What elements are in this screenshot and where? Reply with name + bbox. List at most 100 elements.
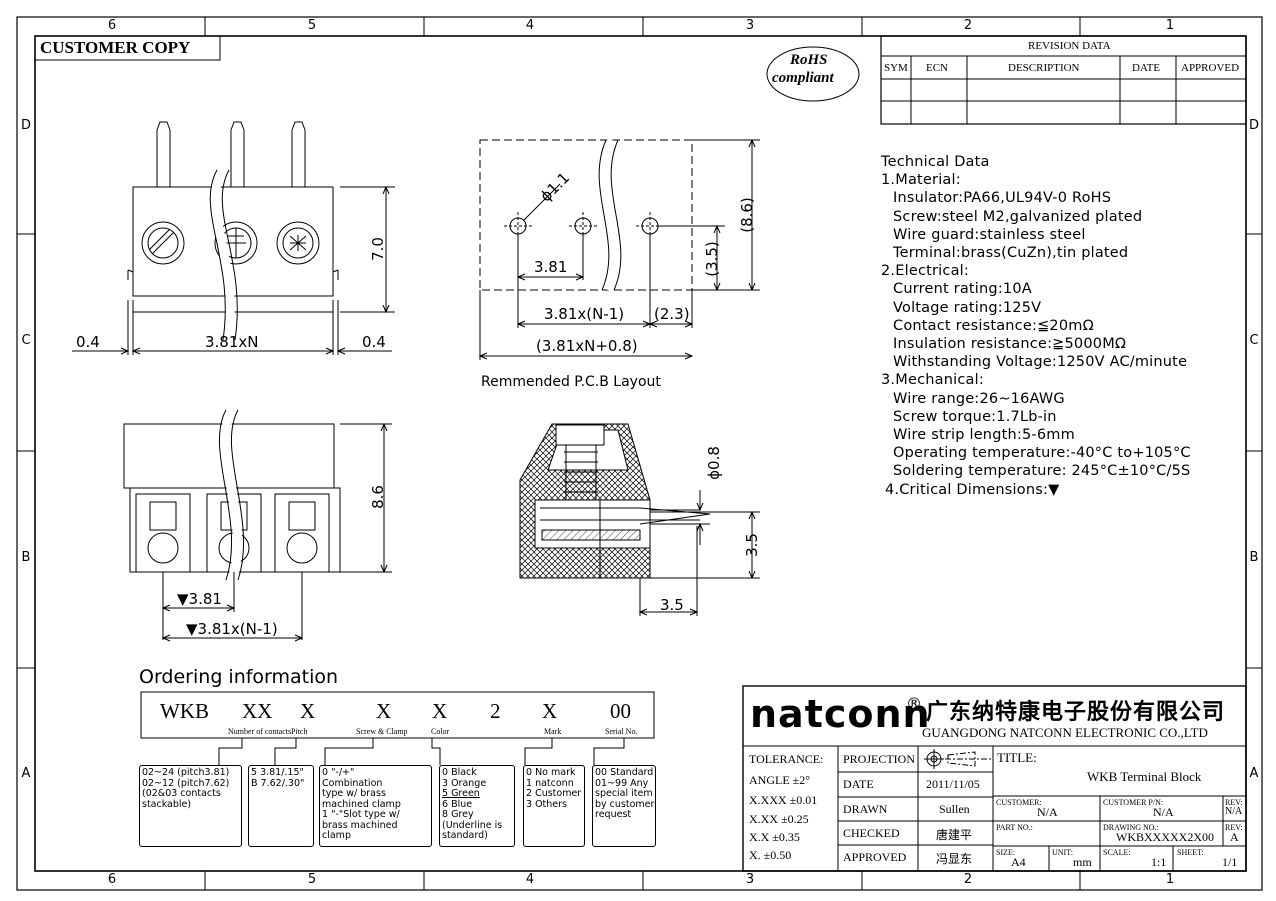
zone-label-left: D xyxy=(20,118,31,133)
option-line: 8 Grey xyxy=(442,809,474,820)
option-line: 02~24 (pitch3.81) xyxy=(142,767,230,778)
order-code-contacts: XX xyxy=(242,699,273,723)
rohs-compliant-label: compliant xyxy=(772,70,834,86)
zone-label-top: 6 xyxy=(107,18,117,33)
rohs-label: RoHS xyxy=(790,52,828,68)
tech-line: Technical Data xyxy=(881,154,990,170)
title-block-frame xyxy=(742,685,1247,872)
title-label: TITLE: xyxy=(997,750,1037,765)
option-line: stackable) xyxy=(142,798,192,810)
rev-value-2: A xyxy=(1230,830,1239,844)
ordering-title: Ordering information xyxy=(139,666,339,688)
option-line: 3 Orange xyxy=(442,777,487,789)
zone-label-top: 3 xyxy=(745,18,755,33)
company-name-en: GUANGDONG NATCONN ELECTRONIC CO.,LTD xyxy=(922,725,1208,740)
order-code-color: X xyxy=(432,699,448,723)
order-code-mark: X xyxy=(542,699,558,723)
dim-front-span: ▼3.81x(N-1) xyxy=(186,620,278,638)
option-line: special item xyxy=(595,788,653,799)
option-line: Combination xyxy=(322,777,383,789)
tech-line: Wire range:26~16AWG xyxy=(893,390,1065,407)
order-option-screw: 0 "-/+" Combination type w/ brass machin… xyxy=(319,765,432,847)
zone-label-right: A xyxy=(1249,766,1259,781)
dim-left-gap: 0.4 xyxy=(76,333,100,351)
order-option-pitch: 5 3.81/.15" B 7.62/.30" xyxy=(248,765,314,847)
option-line: by customer xyxy=(595,798,655,810)
tolerance-xxx: X.XXX ±0.01 xyxy=(749,793,818,807)
order-label-mark: Mark xyxy=(544,727,562,736)
side-view xyxy=(519,423,760,616)
order-code-series: WKB xyxy=(160,699,209,723)
zone-label-bottom: 4 xyxy=(525,872,535,887)
unit-value: mm xyxy=(1073,855,1092,869)
order-label-pitch: Pitch xyxy=(291,727,308,736)
zone-label-right: C xyxy=(1249,333,1259,348)
order-code-fixed: 2 xyxy=(490,699,501,723)
tech-line: 3.Mechanical: xyxy=(881,372,984,389)
dim-right-gap: 0.4 xyxy=(362,333,386,351)
rev-value-1: N/A xyxy=(1225,806,1243,817)
brand-logo: natconn xyxy=(750,692,931,736)
rev-label-2: REV: xyxy=(1225,823,1243,832)
tolerance-label: TOLERANCE: xyxy=(749,752,824,766)
dim-front-pitch: ▼3.81 xyxy=(177,590,222,608)
option-line: 6 Blue xyxy=(442,798,473,810)
revision-header-date: DATE xyxy=(1132,62,1161,74)
option-line: 00 Standard xyxy=(595,767,654,778)
zone-label-top: 2 xyxy=(963,18,973,33)
zone-label-left: B xyxy=(21,550,31,565)
sheet-value: 1/1 xyxy=(1222,855,1238,869)
tech-line: 2.Electrical: xyxy=(881,263,969,280)
tolerance-angle: ANGLE ±2° xyxy=(749,773,811,787)
drawing-no-label: DRAWING NO.: xyxy=(1103,823,1159,832)
zone-label-bottom: 3 xyxy=(745,872,755,887)
order-label-color: Color xyxy=(431,727,450,736)
tech-line: Voltage rating:125V xyxy=(893,299,1042,316)
zone-label-top: 4 xyxy=(525,18,535,33)
dim-front-height: 8.6 xyxy=(368,485,387,509)
drawing-no-value: WKBXXXXX2X00 xyxy=(1116,830,1214,844)
tech-line: Operating temperature:-40°C to+105°C xyxy=(893,445,1191,462)
zone-label-top: 5 xyxy=(307,18,317,33)
drawn-value: Sullen xyxy=(939,802,970,816)
option-line: 2 Customer xyxy=(526,788,582,799)
option-line: clamp xyxy=(322,830,351,841)
option-line: 5 3.81/.15" xyxy=(251,767,304,778)
tech-line: Screw:steel M2,galvanized plated xyxy=(893,208,1143,225)
option-line: 0 Black xyxy=(442,767,477,778)
order-option-mark: 0 No mark 1 natconn 2 Customer 3 Others xyxy=(523,765,585,847)
approved-value: 冯显东 xyxy=(936,852,973,866)
tech-line: Screw torque:1.7Lb-in xyxy=(893,408,1057,425)
order-code-pitch: X xyxy=(300,699,316,723)
pcb-caption: Remmended P.C.B Layout xyxy=(481,374,661,390)
option-line: (02&03 contacts xyxy=(142,788,221,799)
option-line: request xyxy=(595,809,632,820)
zone-label-right: D xyxy=(1248,118,1259,133)
tech-line: Withstanding Voltage:1250V AC/minute xyxy=(893,354,1188,371)
option-line: 1 natconn xyxy=(526,777,574,789)
tolerance-x: X.X ±0.35 xyxy=(749,830,800,844)
option-line: 0 No mark xyxy=(526,767,576,778)
checked-label: CHECKED xyxy=(843,826,900,840)
option-line: 5 Green xyxy=(442,788,480,799)
zone-label-bottom: 5 xyxy=(307,872,317,887)
option-line: 02~12 (pitch7.62) xyxy=(142,777,230,789)
drawing-title: WKB Terminal Block xyxy=(1087,769,1202,784)
scale-label: SCALE: xyxy=(1103,848,1131,857)
customer-copy-label: CUSTOMER COPY xyxy=(40,38,191,57)
zone-label-top: 1 xyxy=(1165,18,1175,33)
option-line: type w/ brass xyxy=(322,788,386,799)
tech-line: Wire guard:stainless steel xyxy=(893,226,1086,243)
order-label-screw: Screw & Clamp xyxy=(356,727,408,736)
customer-value: N/A xyxy=(1037,805,1058,819)
date-value: 2011/11/05 xyxy=(926,777,980,791)
zone-label-bottom: 2 xyxy=(963,872,973,887)
option-line: standard) xyxy=(442,830,488,841)
option-line: B 7.62/.30" xyxy=(251,777,305,789)
ordering-frame xyxy=(140,691,655,765)
dim-pin-height: 7.0 xyxy=(368,237,387,261)
tech-line: Insulation resistance:≧5000MΩ xyxy=(893,336,1127,353)
zone-label-left: C xyxy=(21,333,31,348)
scale-value: 1:1 xyxy=(1151,855,1167,869)
